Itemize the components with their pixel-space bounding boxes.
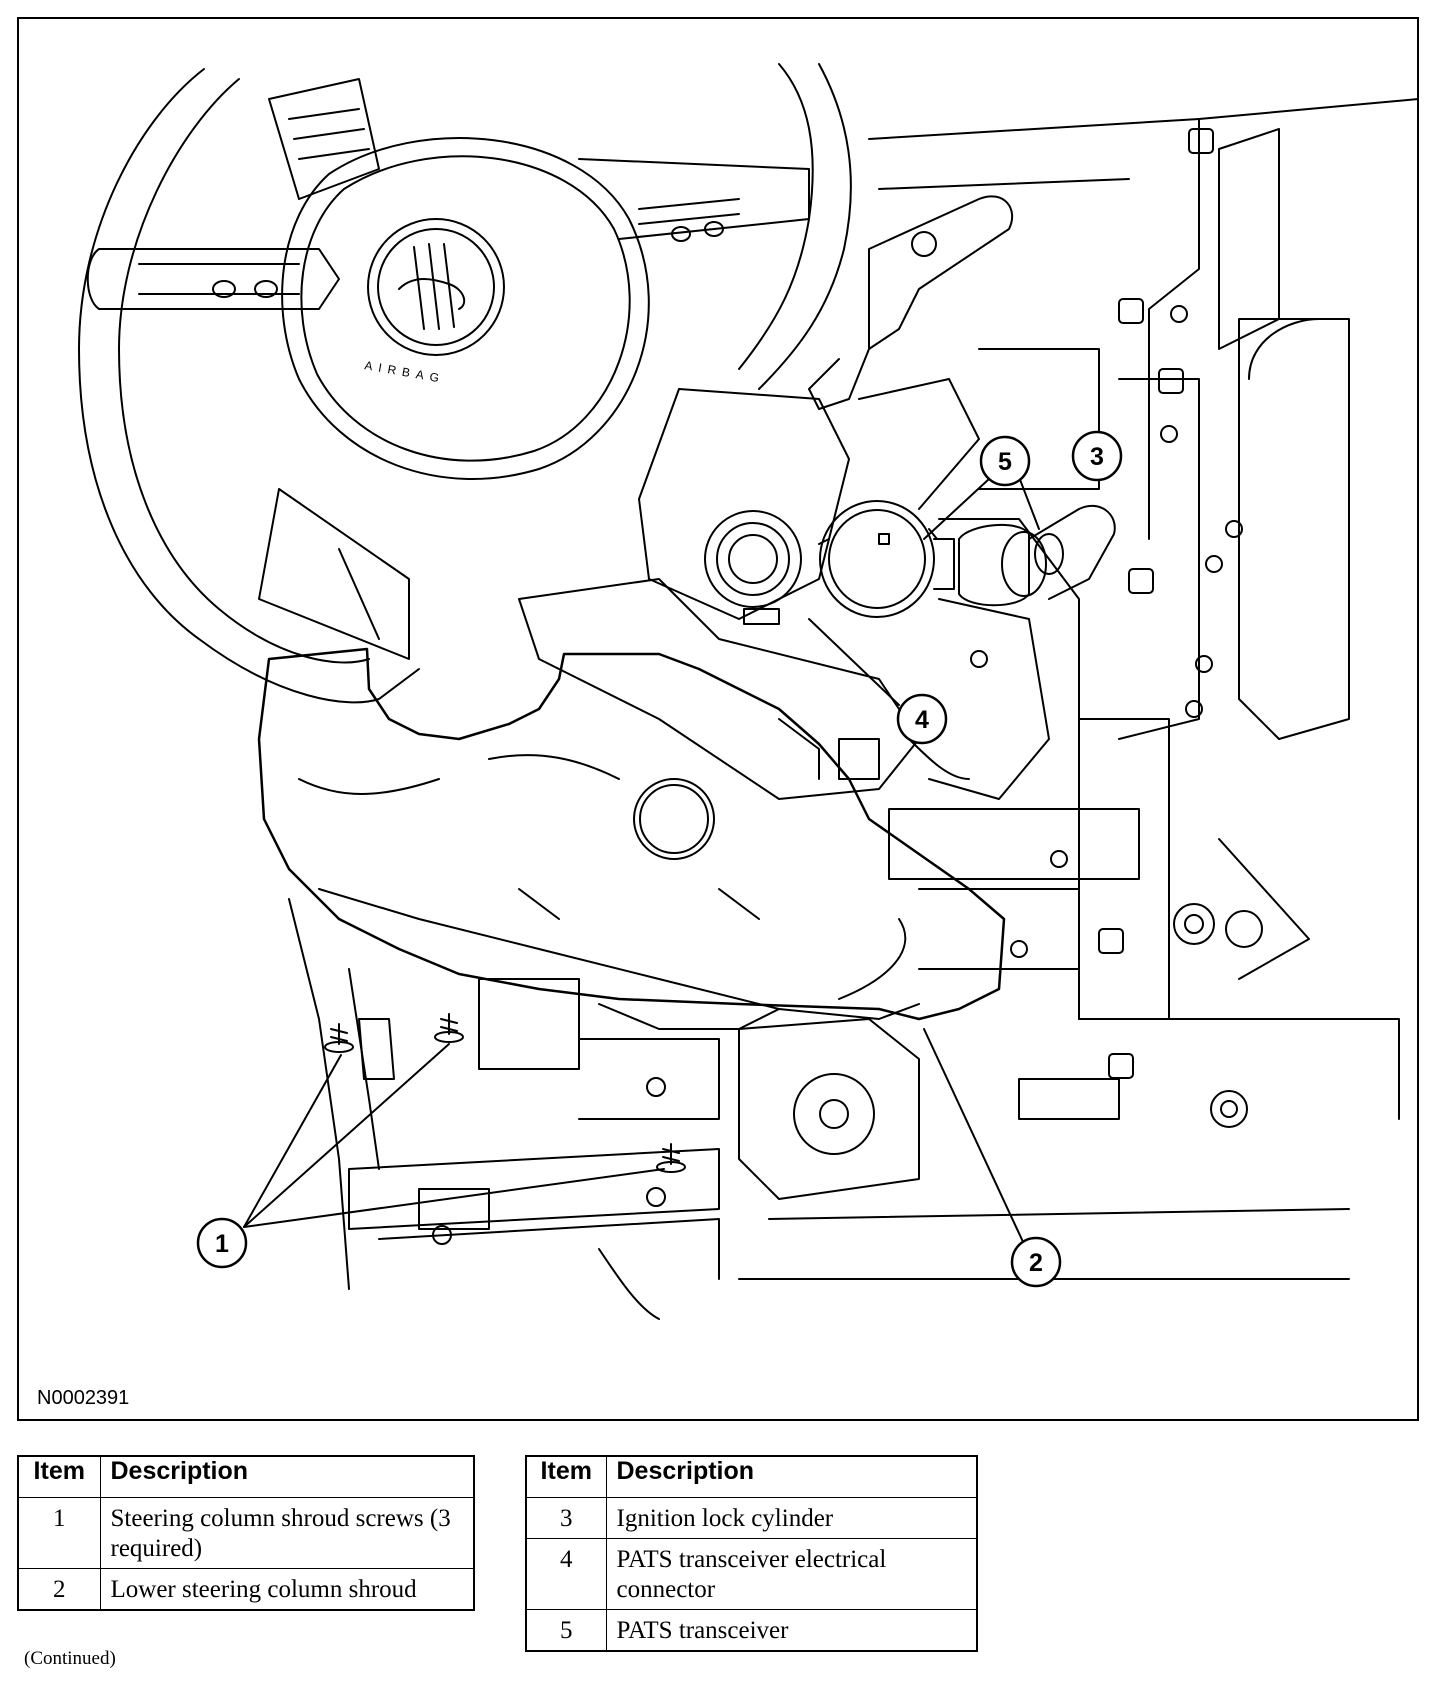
multifunction-switch: [808, 195, 1014, 410]
svg-text:4: 4: [915, 706, 929, 734]
shroud-screws: [324, 1013, 686, 1173]
lower-dash-panel: [288, 898, 1350, 1320]
item-number: 5: [525, 1609, 607, 1652]
item-header: Item: [17, 1455, 101, 1498]
ignition-lock-cylinder: [958, 504, 1116, 607]
steering-column-housing: [518, 378, 1050, 800]
svg-text:AIRBAG: AIRBAG: [363, 358, 446, 386]
dash-bracket: [868, 98, 1417, 1128]
svg-text:5: 5: [998, 448, 1012, 476]
svg-text:1: 1: [215, 1230, 229, 1258]
legend-row: 2 Lower steering column shroud: [17, 1568, 475, 1611]
item-number: 3: [525, 1497, 607, 1539]
exploded-view-figure: AIRBAG: [17, 17, 1419, 1421]
callout-5: 5: [979, 435, 1031, 487]
pats-transceiver: [818, 500, 955, 618]
item-description: Lower steering column shroud: [99, 1568, 475, 1611]
legend-row: 1 Steering column shroud screws (3 requi…: [17, 1497, 475, 1569]
legend-header-row: Item Description: [17, 1455, 475, 1498]
svg-text:2: 2: [1029, 1249, 1043, 1277]
line-drawing: AIRBAG: [78, 63, 1417, 1320]
description-header: Description: [99, 1455, 475, 1498]
item-description: Ignition lock cylinder: [605, 1497, 978, 1539]
leader-lines: [243, 463, 1040, 1245]
legend-header-row: Item Description: [525, 1455, 978, 1498]
legend-row: 5 PATS transceiver: [525, 1609, 978, 1652]
item-header: Item: [525, 1455, 607, 1498]
figure-id: N0002391: [37, 1387, 130, 1409]
legend-table-right: Item Description 3 Ignition lock cylinde…: [525, 1455, 978, 1652]
callout-4: 4: [896, 693, 948, 745]
legend-table-left: Item Description 1 Steering column shrou…: [17, 1455, 475, 1611]
ignition-lock-housing: [704, 510, 802, 625]
legend-row: 4 PATS transceiver electrical connector: [525, 1538, 978, 1610]
item-description: PATS transceiver: [605, 1609, 978, 1652]
callout-3: 3: [1071, 430, 1123, 482]
callout-2: 2: [1010, 1236, 1062, 1288]
item-number: 4: [525, 1538, 607, 1610]
lower-steering-column-shroud: [257, 647, 1006, 1030]
airbag-module: AIRBAG: [281, 137, 650, 480]
item-number: 1: [17, 1497, 101, 1569]
item-description: PATS transceiver electrical connector: [605, 1538, 978, 1610]
item-description: Steering column shroud screws (3 require…: [99, 1497, 475, 1569]
legend-row: 3 Ignition lock cylinder: [525, 1497, 978, 1539]
svg-text:3: 3: [1090, 443, 1104, 471]
callout-1: 1: [196, 1217, 248, 1269]
item-number: 2: [17, 1568, 101, 1611]
steering-wheel: [78, 63, 852, 704]
continued-note: (Continued): [24, 1648, 116, 1669]
description-header: Description: [605, 1455, 978, 1498]
